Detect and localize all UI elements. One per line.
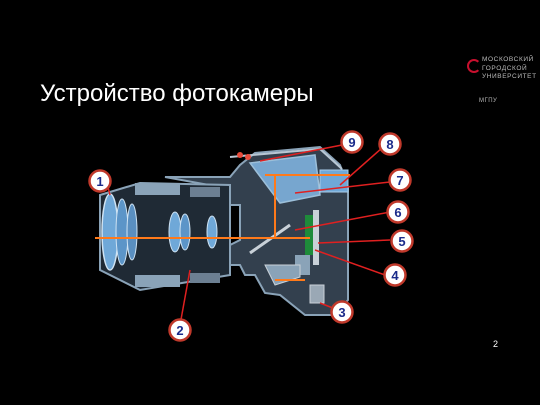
logo-emblem-icon: [467, 59, 481, 73]
logo-abbreviation: МГПУ: [479, 98, 498, 104]
logo-line-3: УНИВЕРСИТЕТ: [482, 73, 537, 81]
callout-6-label: 6: [394, 205, 401, 220]
callout-8: 8: [378, 132, 402, 156]
light-path: [95, 174, 350, 281]
logo-text: МОСКОВСКИЙ ГОРОДСКОЙ УНИВЕРСИТЕТ: [482, 56, 537, 82]
logo-line-1: МОСКОВСКИЙ: [482, 56, 534, 63]
camera-body: [164, 145, 349, 316]
callout-7: 7: [388, 168, 412, 192]
callout-7-label: 7: [396, 173, 403, 188]
logo-line-2: ГОРОДСКОЙ: [482, 64, 528, 72]
callout-6: 6: [386, 200, 410, 224]
callout-1-label: 1: [96, 174, 103, 189]
callout-2: 2: [168, 318, 192, 342]
callout-3: 3: [330, 300, 354, 324]
callout-1: 1: [88, 169, 112, 193]
callout-5: 5: [390, 229, 414, 253]
callout-8-label: 8: [386, 137, 393, 152]
slide-title: Устройство фотокамеры: [40, 80, 314, 107]
callout-leaders: [107, 144, 391, 326]
callout-4: 4: [383, 263, 407, 287]
callout-3-label: 3: [338, 305, 345, 320]
page-number: 2: [493, 339, 499, 349]
lens-barrel: [99, 181, 231, 292]
callout-2-label: 2: [176, 323, 183, 338]
camera-cutaway-diagram: 1 2 3 4 5 6 7 8: [88, 130, 414, 342]
callout-4-label: 4: [391, 268, 399, 283]
university-logo: МОСКОВСКИЙ ГОРОДСКОЙ УНИВЕРСИТЕТ МГПУ: [467, 56, 537, 106]
callout-9: 9: [340, 130, 364, 154]
callout-9-label: 9: [348, 135, 355, 150]
callout-5-label: 5: [398, 234, 405, 249]
